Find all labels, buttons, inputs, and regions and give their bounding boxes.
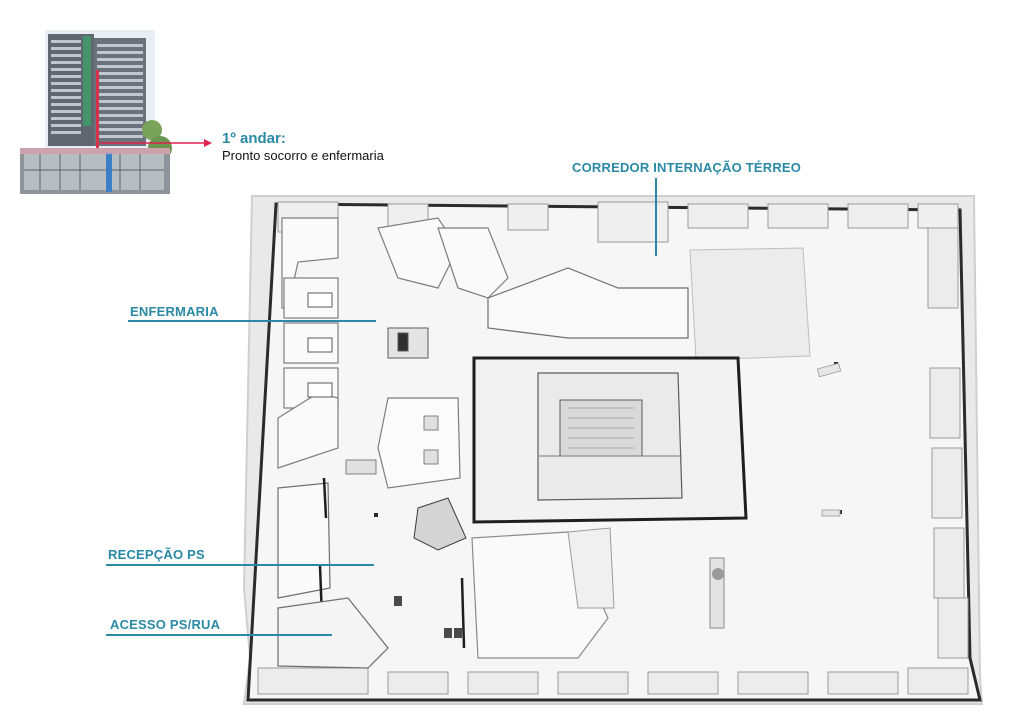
- enfermaria-beds: [307, 292, 429, 398]
- waiting-seats: [394, 596, 462, 638]
- open-hall-top-right: [689, 247, 811, 361]
- reception-wall: [322, 477, 328, 519]
- perimeter-rooms-bottom: [257, 667, 969, 695]
- perimeter-rooms-right: [927, 227, 969, 659]
- triage-wall: [460, 577, 466, 649]
- floor-plan-3d: [242, 195, 984, 705]
- bench-lower-right: [821, 509, 841, 517]
- stair-steps: [568, 407, 634, 449]
- leader-enfermaria: [128, 320, 376, 322]
- floor-title: 1º andar:: [222, 130, 286, 147]
- plant: [712, 568, 724, 580]
- leader-recepcao: [106, 564, 374, 566]
- building-elevation-thumbnail: [20, 30, 182, 195]
- lower-corridor: [567, 527, 615, 609]
- reception-desk: [413, 497, 467, 551]
- bench-right: [816, 362, 842, 378]
- floor-subtitle: Pronto socorro e enfermaria: [222, 148, 384, 163]
- reception-zone: [277, 482, 331, 599]
- callout-corredor-internacao: CORREDOR INTERNAÇÃO TÉRREO: [572, 160, 802, 175]
- callout-recepcao-ps: RECEPÇÃO PS: [108, 547, 205, 562]
- access-zone: [277, 597, 389, 669]
- enfermaria-rooms: [277, 217, 509, 469]
- callout-acesso-ps-rua: ACESSO PS/RUA: [110, 617, 221, 632]
- callout-enfermaria: ENFERMARIA: [130, 304, 219, 319]
- nursing-station: [377, 397, 461, 489]
- leader-acesso: [106, 634, 332, 636]
- nursing-station-furniture: [345, 415, 439, 475]
- floor-pointer-arrow-head: [204, 139, 212, 147]
- leader-corredor: [655, 178, 657, 256]
- corridor-upper-block: [487, 267, 689, 339]
